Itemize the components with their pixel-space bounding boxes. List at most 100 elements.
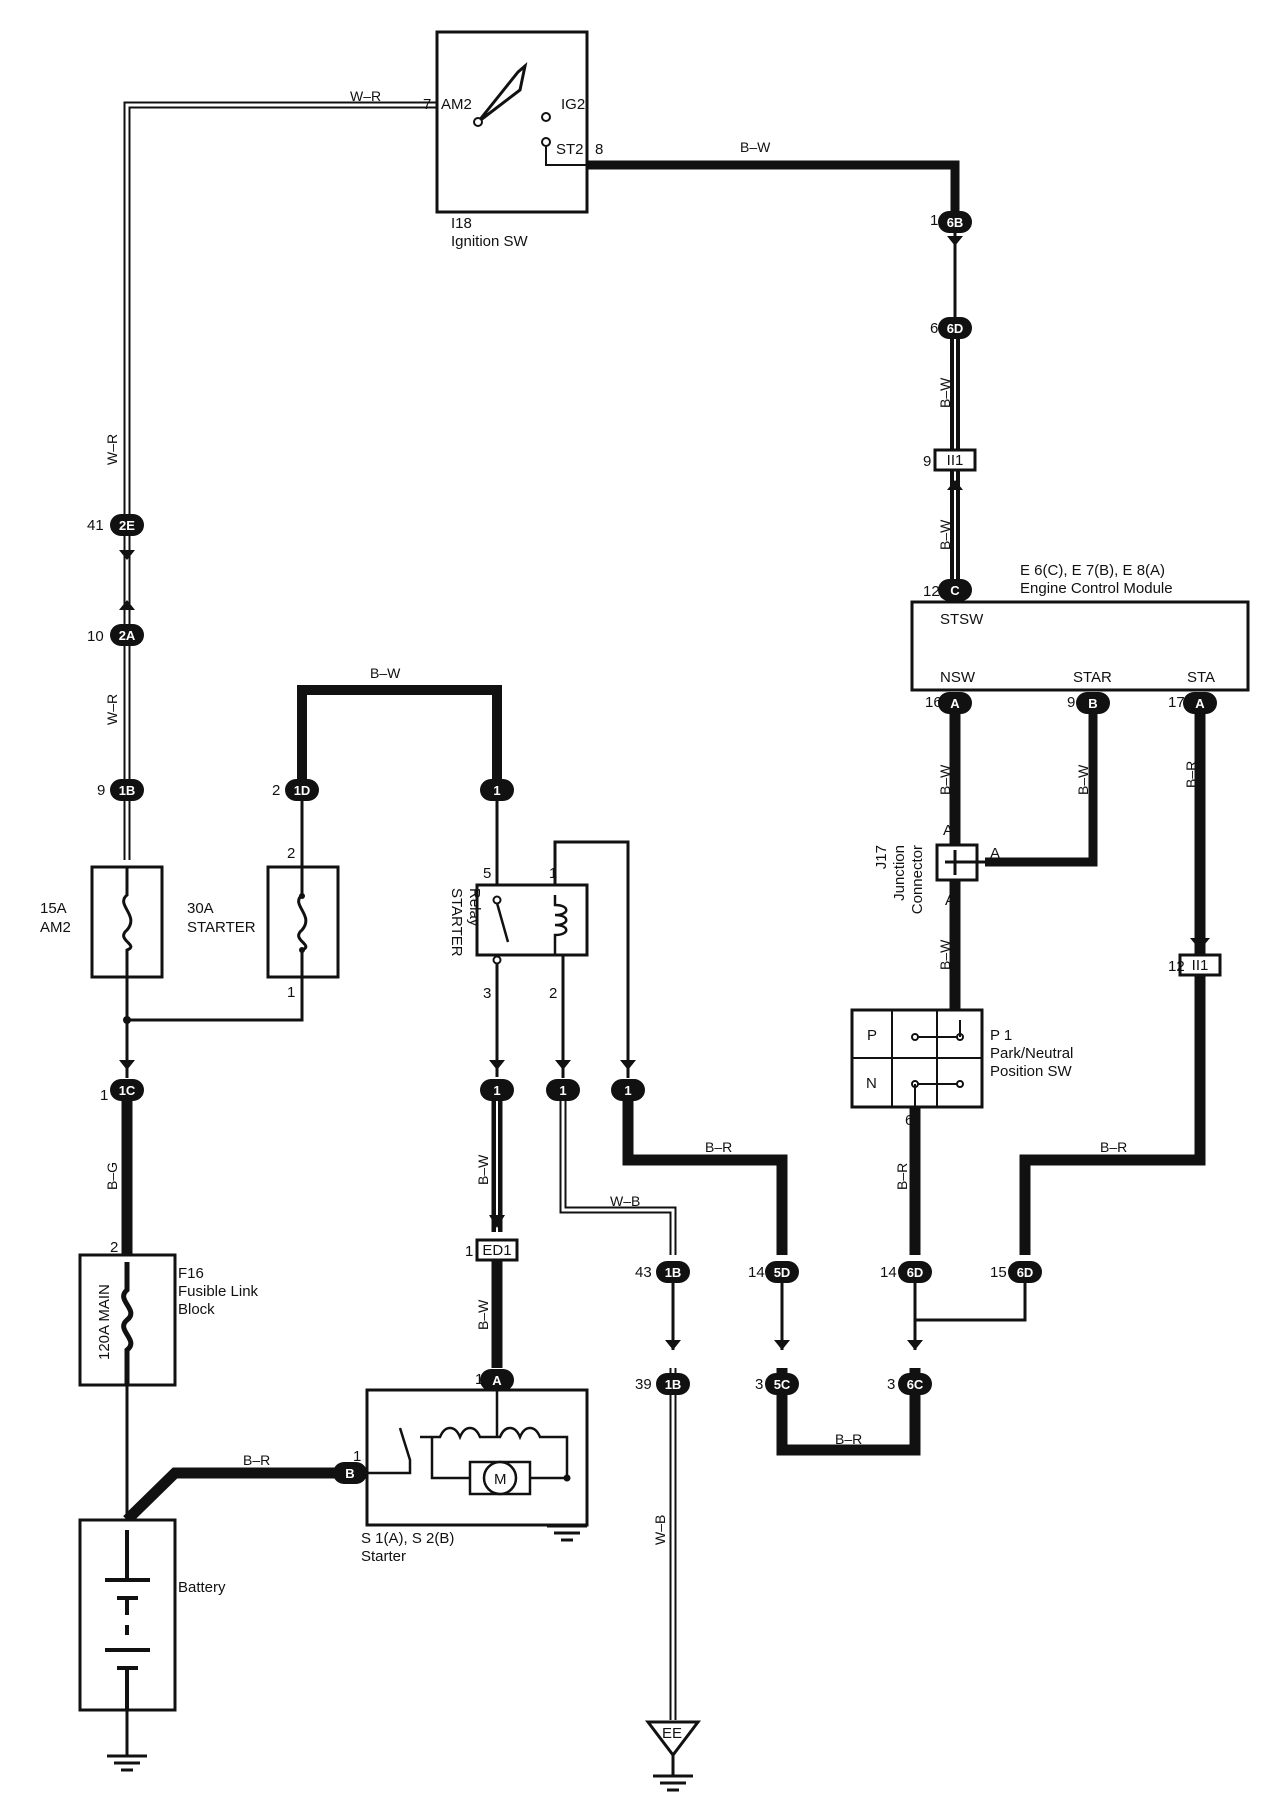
connector-II1: II1 <box>933 448 977 472</box>
relay-label-1: STARTER <box>448 888 465 957</box>
ignition-switch-box <box>435 30 589 214</box>
svg-text:1: 1 <box>353 1448 361 1465</box>
wire-relay-pin1 <box>553 840 630 1078</box>
connector-label: A <box>492 1373 502 1388</box>
fuse-starter: 30A STARTER <box>187 865 340 979</box>
connector-1: 1 <box>546 1079 580 1101</box>
fusible-link-inner: 120A MAIN <box>96 1284 113 1360</box>
connector-label: 6D <box>1017 1265 1034 1280</box>
connector-label: A <box>1195 696 1205 711</box>
connector-label: 1 <box>624 1083 631 1098</box>
svg-text:B–R: B–R <box>705 1139 732 1155</box>
svg-text:10: 10 <box>87 628 104 645</box>
engine-control-module: E 6(C), E 7(B), E 8(A) Engine Control Mo… <box>910 562 1250 692</box>
connector-II1: II1 <box>1178 953 1222 977</box>
svg-text:41: 41 <box>87 517 104 534</box>
svg-text:9: 9 <box>923 453 931 470</box>
svg-text:12: 12 <box>923 583 940 600</box>
svg-text:B–W: B–W <box>937 764 953 795</box>
ignition-switch: AM2 IG2 ST2 7 8 I18 Ignition SW <box>423 30 603 250</box>
junction-dot <box>123 1016 131 1024</box>
pn-p: P <box>867 1027 877 1044</box>
ground-point-ee: EE <box>644 1720 702 1758</box>
pn-line2: Position SW <box>990 1063 1073 1080</box>
svg-text:B–R: B–R <box>243 1452 270 1468</box>
pin-numbers: 1 6 9 12 16 9 17 12 9 6 41 10 9 2 2 1 1 … <box>87 212 1185 1465</box>
arrowheads <box>119 236 1210 1350</box>
ignition-switch-name: Ignition SW <box>451 233 529 250</box>
connector-label: 6B <box>947 215 964 230</box>
connector-label: 1 <box>493 783 500 798</box>
fusible-link-icon <box>121 1262 134 1385</box>
connector-1: 1 <box>611 1079 645 1101</box>
connector-5D: 5D <box>765 1261 799 1283</box>
connector-1B: 1B <box>110 779 144 801</box>
fusible-link-block: 120A MAIN F16 Fusible Link Block <box>78 1253 259 1387</box>
ecm-pin-nsw: NSW <box>940 669 976 686</box>
wire-b-r-relay-to-5d <box>622 1094 788 1255</box>
svg-text:6: 6 <box>905 1112 913 1129</box>
fuse-icon <box>122 867 133 977</box>
starter-relay: STARTER Relay 5 1 3 2 <box>448 865 589 1002</box>
ecm-id: E 6(C), E 7(B), E 8(A) <box>1020 562 1165 579</box>
ground-icon <box>547 1524 587 1542</box>
svg-text:W–R: W–R <box>350 88 381 104</box>
svg-text:B–R: B–R <box>835 1431 862 1447</box>
svg-text:EE: EE <box>662 1725 682 1742</box>
svg-text:6: 6 <box>930 320 938 337</box>
connector-label: A <box>950 696 960 711</box>
svg-text:15: 15 <box>990 1264 1007 1281</box>
starter-id: S 1(A), S 2(B) <box>361 1530 454 1547</box>
starter-name: Starter <box>361 1548 406 1565</box>
svg-text:W–B: W–B <box>652 1515 668 1545</box>
svg-text:A: A <box>990 845 1000 862</box>
fusible-link-line1: Fusible Link <box>178 1283 259 1300</box>
connector-label: II1 <box>947 452 964 469</box>
svg-text:W–R: W–R <box>104 434 120 465</box>
connector-A: A <box>480 1369 514 1391</box>
svg-text:B–W: B–W <box>475 1299 491 1330</box>
connector-A: A <box>938 692 972 714</box>
ground-icon <box>653 1774 693 1792</box>
pn-id: P 1 <box>990 1027 1012 1044</box>
connector-1: 1 <box>480 1079 514 1101</box>
svg-text:B–W: B–W <box>937 377 953 408</box>
connector-B: B <box>333 1462 367 1484</box>
connector-6B: 6B <box>938 211 972 233</box>
fuse-starter-rating: 30A <box>187 900 214 917</box>
svg-text:39: 39 <box>635 1376 652 1393</box>
pin-ig2-label: IG2 <box>561 96 585 113</box>
connector-label: B <box>1088 696 1097 711</box>
svg-text:3: 3 <box>887 1376 895 1393</box>
wire-b-r-5c-to-6c <box>776 1368 921 1456</box>
connector-label: 2A <box>119 628 136 643</box>
connector-label: 1C <box>119 1083 136 1098</box>
wires <box>121 101 1206 1775</box>
connector-label: ED1 <box>482 1242 511 1259</box>
battery: Battery <box>78 1518 226 1712</box>
jc-id: J17 <box>873 845 890 869</box>
battery-icon <box>105 1530 150 1710</box>
ecm-box <box>910 600 1250 692</box>
connector-label: 1B <box>119 783 136 798</box>
svg-text:12: 12 <box>1168 958 1185 975</box>
connector-A: A <box>1183 692 1217 714</box>
svg-text:9: 9 <box>950 997 958 1014</box>
wire-b-w-star-to-jc <box>985 712 1098 867</box>
connector-label: 5C <box>774 1377 791 1392</box>
svg-text:14: 14 <box>880 1264 897 1281</box>
pin-8: 8 <box>595 141 603 158</box>
connector-label: B <box>345 1466 354 1481</box>
ground-icon <box>107 1754 147 1772</box>
starter: M S 1(A), S 2(B) Starter <box>350 1388 589 1565</box>
svg-text:43: 43 <box>635 1264 652 1281</box>
connector-label: 1 <box>559 1083 566 1098</box>
connector-label: 6C <box>907 1377 924 1392</box>
wire-w-r-ignition-to-am2-fuse <box>123 101 437 860</box>
connector-label: 6D <box>907 1265 924 1280</box>
svg-text:9: 9 <box>97 782 105 799</box>
fuse-am2-rating: 15A <box>40 900 67 917</box>
fusible-link-line2: Block <box>178 1301 215 1318</box>
connector-1: 1 <box>480 779 514 801</box>
svg-text:2: 2 <box>549 985 557 1002</box>
